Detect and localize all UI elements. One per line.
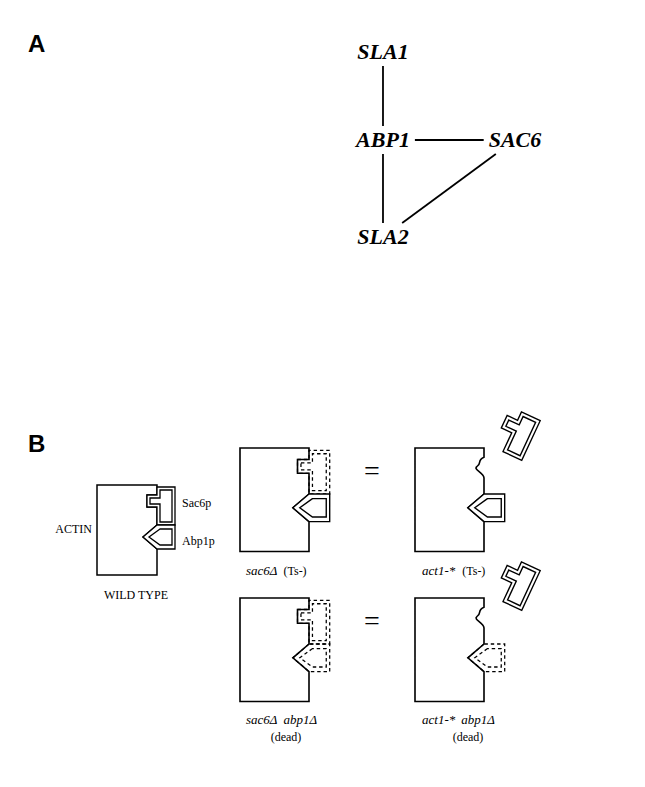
figure-label: (Ts-)	[283, 564, 306, 579]
abp1p-shape	[468, 494, 505, 522]
abp1p-shape	[143, 525, 175, 549]
mutant-actin	[415, 448, 484, 552]
mutant-actin	[415, 598, 484, 702]
gene-node: SLA2	[352, 223, 413, 251]
interaction-line	[382, 66, 384, 126]
gene-name: SLA2	[357, 225, 408, 249]
figure-label: act1-*	[422, 712, 455, 728]
gene-node: ABP1	[351, 126, 415, 154]
interaction-line	[382, 154, 384, 223]
figure-label: Sac6p	[182, 496, 211, 511]
figure-label: (Ts-)	[462, 564, 485, 579]
actin-shape	[240, 598, 309, 702]
figure-label: sac6Δ	[246, 563, 277, 579]
figure-label: =	[364, 455, 380, 487]
figure-label: abp1Δ	[461, 712, 495, 728]
spacer	[178, 504, 180, 505]
act1-mutant-figure	[415, 448, 505, 552]
sac6p-shape	[147, 487, 175, 525]
missing-sac6p	[298, 600, 330, 644]
gene-name: SAC6	[489, 128, 542, 152]
figure-label: (dead)	[271, 730, 302, 745]
figure-label: =	[364, 605, 380, 637]
missing-sac6p	[298, 450, 330, 494]
interaction-line	[415, 139, 484, 141]
figure-label: Abp1p	[182, 534, 215, 549]
figure-label: WILD TYPE	[104, 588, 168, 603]
interaction-line	[402, 154, 496, 223]
released-sac6p	[493, 557, 541, 610]
figure-label: act1-*	[422, 563, 455, 579]
figure-label: sac6Δ	[246, 712, 277, 728]
figure-label: (dead)	[453, 730, 484, 745]
sac6-deletion-figure	[240, 448, 330, 552]
act1-abp1-figure	[415, 598, 505, 702]
sac6p-shape	[493, 407, 541, 460]
released-sac6p	[493, 407, 541, 460]
gene-node: SLA1	[352, 38, 413, 66]
figure-label: A	[28, 30, 45, 58]
figure-label: abp1Δ	[283, 712, 317, 728]
missing-abp1p	[468, 644, 505, 672]
double-deletion-figure	[240, 598, 330, 702]
actin-shape	[240, 448, 309, 552]
figure-label: ACTIN	[55, 522, 92, 537]
gene-name: SLA1	[357, 40, 408, 64]
gene-name: ABP1	[356, 128, 410, 152]
sac6p-shape	[493, 557, 541, 610]
abp1p-shape	[293, 494, 330, 522]
wild-type-figure	[97, 485, 175, 575]
gene-node: SAC6	[484, 126, 547, 154]
figure-label: B	[28, 430, 45, 458]
missing-abp1p	[293, 644, 330, 672]
